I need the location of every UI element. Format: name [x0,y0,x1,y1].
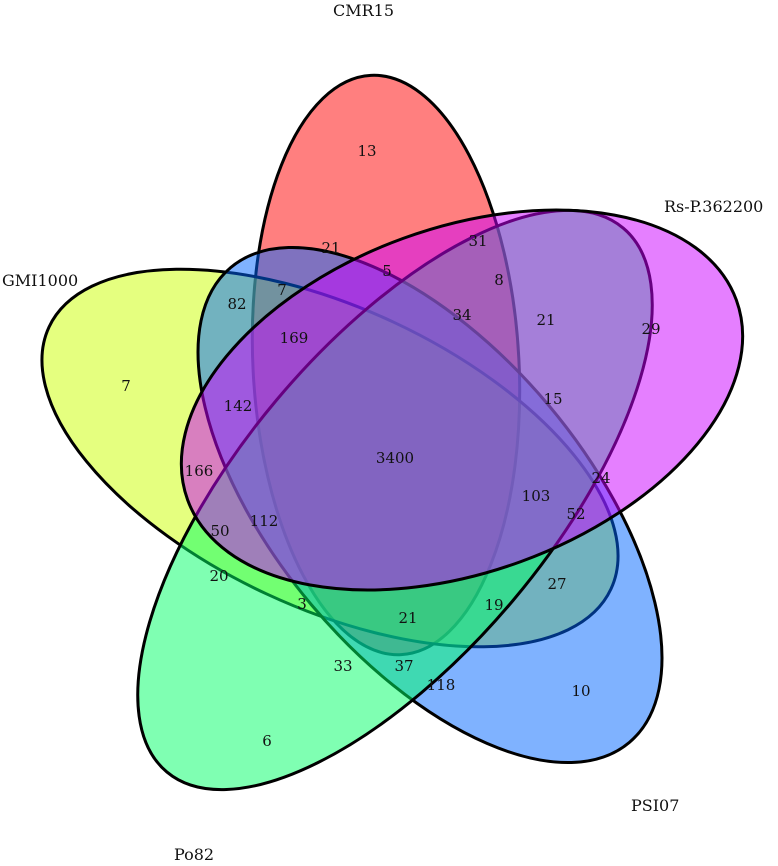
region-52: 52 [566,505,585,523]
region-142: 142 [224,397,253,415]
region-15: 15 [543,390,562,408]
region-82: 82 [227,295,246,313]
region-3400: 3400 [376,449,414,467]
region-19: 19 [484,596,503,614]
set-label-cmr15: CMR15 [333,1,394,20]
region-24: 24 [591,469,610,487]
set-label-gmi1000: GMI1000 [2,271,78,290]
region-cmr15-only: 13 [357,142,376,160]
region-112: 112 [250,512,279,530]
region-166: 166 [185,462,214,480]
region-po82-only: 6 [262,732,272,750]
region-gmi1000-only: 7 [121,377,131,395]
region-103: 103 [522,487,551,505]
region-21-right: 21 [536,311,555,329]
region-118: 118 [427,676,456,694]
region-31: 31 [468,232,487,250]
region-7: 7 [277,281,287,299]
region-21-top: 21 [321,239,340,257]
region-37: 37 [394,657,413,675]
ellipse-rsp [179,208,745,592]
region-21-bottom: 21 [398,609,417,627]
region-8: 8 [494,271,504,289]
set-label-psi07: PSI07 [631,796,679,815]
region-169: 169 [280,329,309,347]
region-5: 5 [382,262,392,280]
region-33: 33 [333,657,352,675]
region-rsp-only: 29 [641,320,660,338]
region-50: 50 [210,522,229,540]
region-20: 20 [209,567,228,585]
region-27: 27 [547,575,566,593]
set-label-po82: Po82 [174,845,214,864]
set-label-rsp: Rs-P.362200 [664,197,763,216]
region-psi07-only: 10 [571,682,590,700]
region-3: 3 [297,595,307,613]
region-34: 34 [452,306,471,324]
